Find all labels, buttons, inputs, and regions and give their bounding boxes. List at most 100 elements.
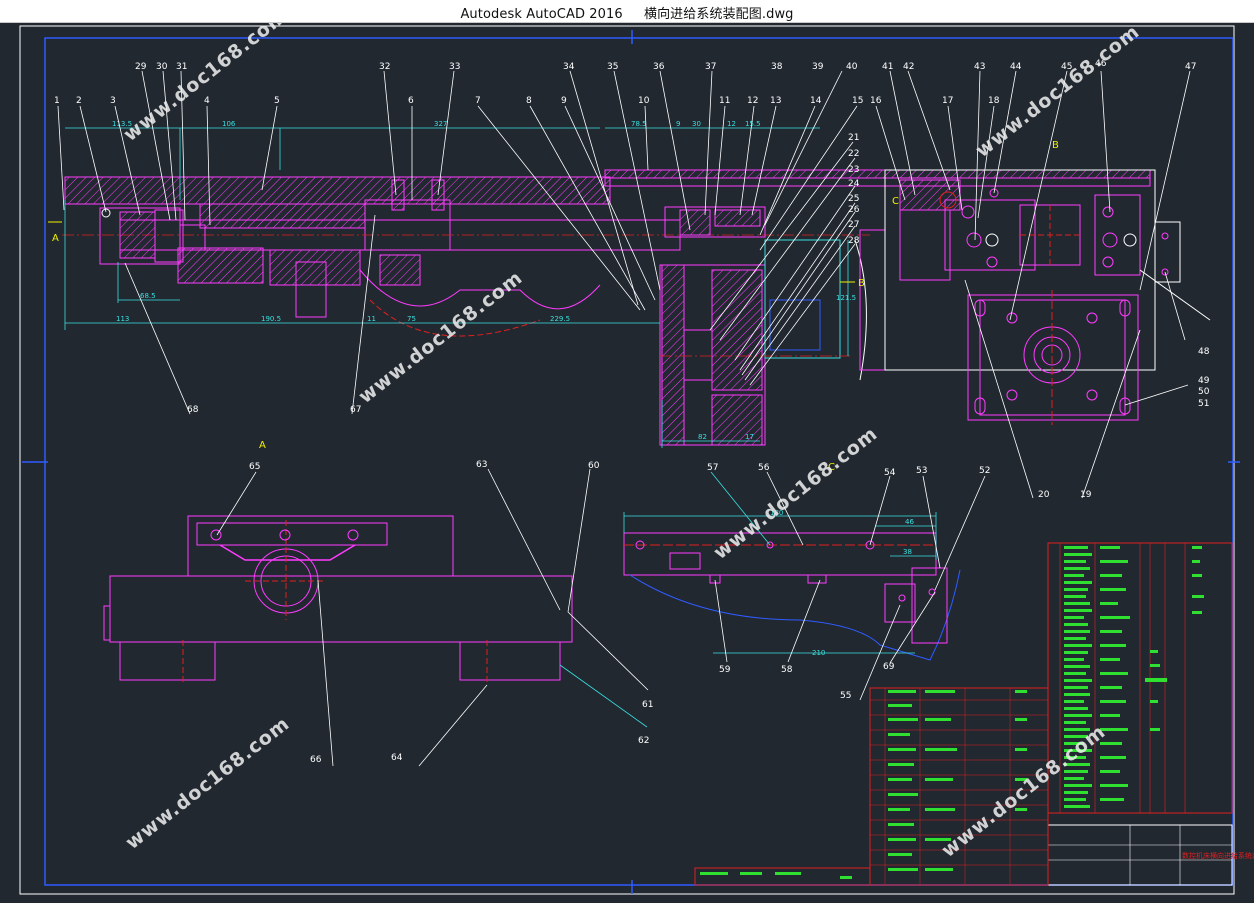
part-label-3: 3 [110, 96, 116, 106]
part-label-59: 59 [719, 665, 731, 675]
title-bar: Autodesk AutoCAD 2016 横向进给系统装配图.dwg [0, 0, 1254, 23]
part-label-40: 40 [846, 62, 858, 72]
part-label-56: 56 [758, 463, 770, 473]
title-block-name: 数控机床横向进给系统装配图 [1182, 851, 1254, 860]
part-label-10: 10 [638, 96, 650, 106]
part-label-44: 44 [1010, 62, 1022, 72]
part-label-45: 45 [1061, 62, 1072, 72]
leader-lines [57, 70, 1191, 767]
part-label-22: 22 [848, 149, 859, 159]
file-name: 横向进给系统装配图.dwg [643, 7, 794, 22]
part-label-43: 43 [974, 62, 985, 72]
part-label-57: 57 [707, 463, 718, 473]
app-title: Autodesk AutoCAD 2016 [460, 7, 623, 22]
part-label-21: 21 [848, 133, 859, 143]
part-label-60: 60 [588, 461, 600, 471]
part-label-62: 62 [638, 736, 649, 746]
part-label-4: 4 [204, 96, 210, 106]
view-a [103, 515, 573, 685]
main-assembly-view [62, 127, 1211, 448]
dim-68-5: 68.5 [140, 292, 156, 300]
part-label-17: 17 [942, 96, 953, 106]
dim-190-5: 190.5 [261, 315, 281, 323]
dim-113-5: 113.5 [112, 120, 132, 128]
part-label-36: 36 [653, 62, 665, 72]
dim-46: 46 [905, 518, 914, 526]
part-label-33: 33 [449, 62, 460, 72]
dim-106: 106 [222, 120, 236, 128]
part-label-69: 69 [883, 662, 895, 672]
revision-table [694, 687, 1049, 886]
part-label-2: 2 [76, 96, 82, 106]
watermarks: www.doc168.com www.doc168.com www.doc168… [120, 4, 1144, 861]
dim-82: 82 [698, 433, 707, 441]
dim-180: 180 [770, 509, 783, 517]
part-label-29: 29 [135, 62, 147, 72]
part-label-67: 67 [350, 405, 361, 415]
dim-75: 75 [407, 315, 416, 323]
part-label-28: 28 [848, 236, 860, 246]
section-b-mid: B [858, 278, 865, 289]
watermark-2: www.doc168.com [355, 266, 527, 407]
part-label-26: 26 [848, 205, 860, 215]
part-label-37: 37 [705, 62, 716, 72]
section-c-mark: C [892, 196, 899, 207]
watermark-1: www.doc168.com [120, 23, 292, 146]
dim-15-5: 15.5 [745, 120, 761, 128]
window-title: Autodesk AutoCAD 2016 横向进给系统装配图.dwg [0, 3, 1254, 22]
part-label-38: 38 [771, 62, 783, 72]
view-c [623, 512, 961, 661]
part-label-8: 8 [526, 96, 532, 106]
part-label-19: 19 [1080, 490, 1092, 500]
part-label-61: 61 [642, 700, 653, 710]
part-label-41: 41 [882, 62, 893, 72]
part-label-46: 46 [1095, 59, 1107, 69]
dim-30: 30 [692, 120, 701, 128]
dim-327: 327 [434, 120, 447, 128]
part-label-58: 58 [781, 665, 793, 675]
dim-38: 38 [903, 548, 912, 556]
part-label-5: 5 [274, 96, 280, 106]
part-label-13: 13 [770, 96, 781, 106]
part-label-42: 42 [903, 62, 914, 72]
outer-border [19, 25, 1235, 895]
part-label-53: 53 [916, 466, 927, 476]
part-label-18: 18 [988, 96, 1000, 106]
part-label-24: 24 [848, 179, 860, 189]
part-label-14: 14 [810, 96, 822, 106]
section-markers: A B B C A C [48, 140, 1059, 473]
dim-113: 113 [116, 315, 129, 323]
part-label-20: 20 [1038, 490, 1050, 500]
part-label-23: 23 [848, 165, 859, 175]
part-label-16: 16 [870, 96, 882, 106]
part-label-49: 49 [1198, 376, 1210, 386]
dim-11: 11 [367, 315, 376, 323]
drawing-canvas[interactable]: A B B C A C 113.5 106 327 78.5 9 30 12 1… [0, 4, 1254, 899]
part-label-35: 35 [607, 62, 618, 72]
part-label-52: 52 [979, 466, 990, 476]
dim-9: 9 [676, 120, 680, 128]
section-a-left: A [52, 233, 59, 244]
part-label-31: 31 [176, 62, 187, 72]
part-label-1: 1 [54, 96, 60, 106]
dim-121-5: 121.5 [836, 294, 856, 302]
part-label-11: 11 [719, 96, 730, 106]
section-a-view: A [259, 440, 266, 451]
part-label-65: 65 [249, 462, 260, 472]
part-label-48: 48 [1198, 347, 1210, 357]
part-label-55: 55 [840, 691, 851, 701]
part-label-66: 66 [310, 755, 322, 765]
parts-list: 数控机床横向进给系统装配图 [1047, 542, 1254, 886]
section-b-mark: B [1052, 140, 1059, 151]
part-label-51: 51 [1198, 399, 1209, 409]
dim-12: 12 [727, 120, 736, 128]
part-label-25: 25 [848, 194, 859, 204]
part-label-47: 47 [1185, 62, 1196, 72]
part-label-63: 63 [476, 460, 487, 470]
part-label-12: 12 [747, 96, 758, 106]
part-label-39: 39 [812, 62, 824, 72]
drawing-svg[interactable]: A B B C A C 113.5 106 327 78.5 9 30 12 1… [0, 4, 1254, 899]
part-label-68: 68 [187, 405, 199, 415]
part-label-50: 50 [1198, 387, 1210, 397]
part-label-32: 32 [379, 62, 390, 72]
